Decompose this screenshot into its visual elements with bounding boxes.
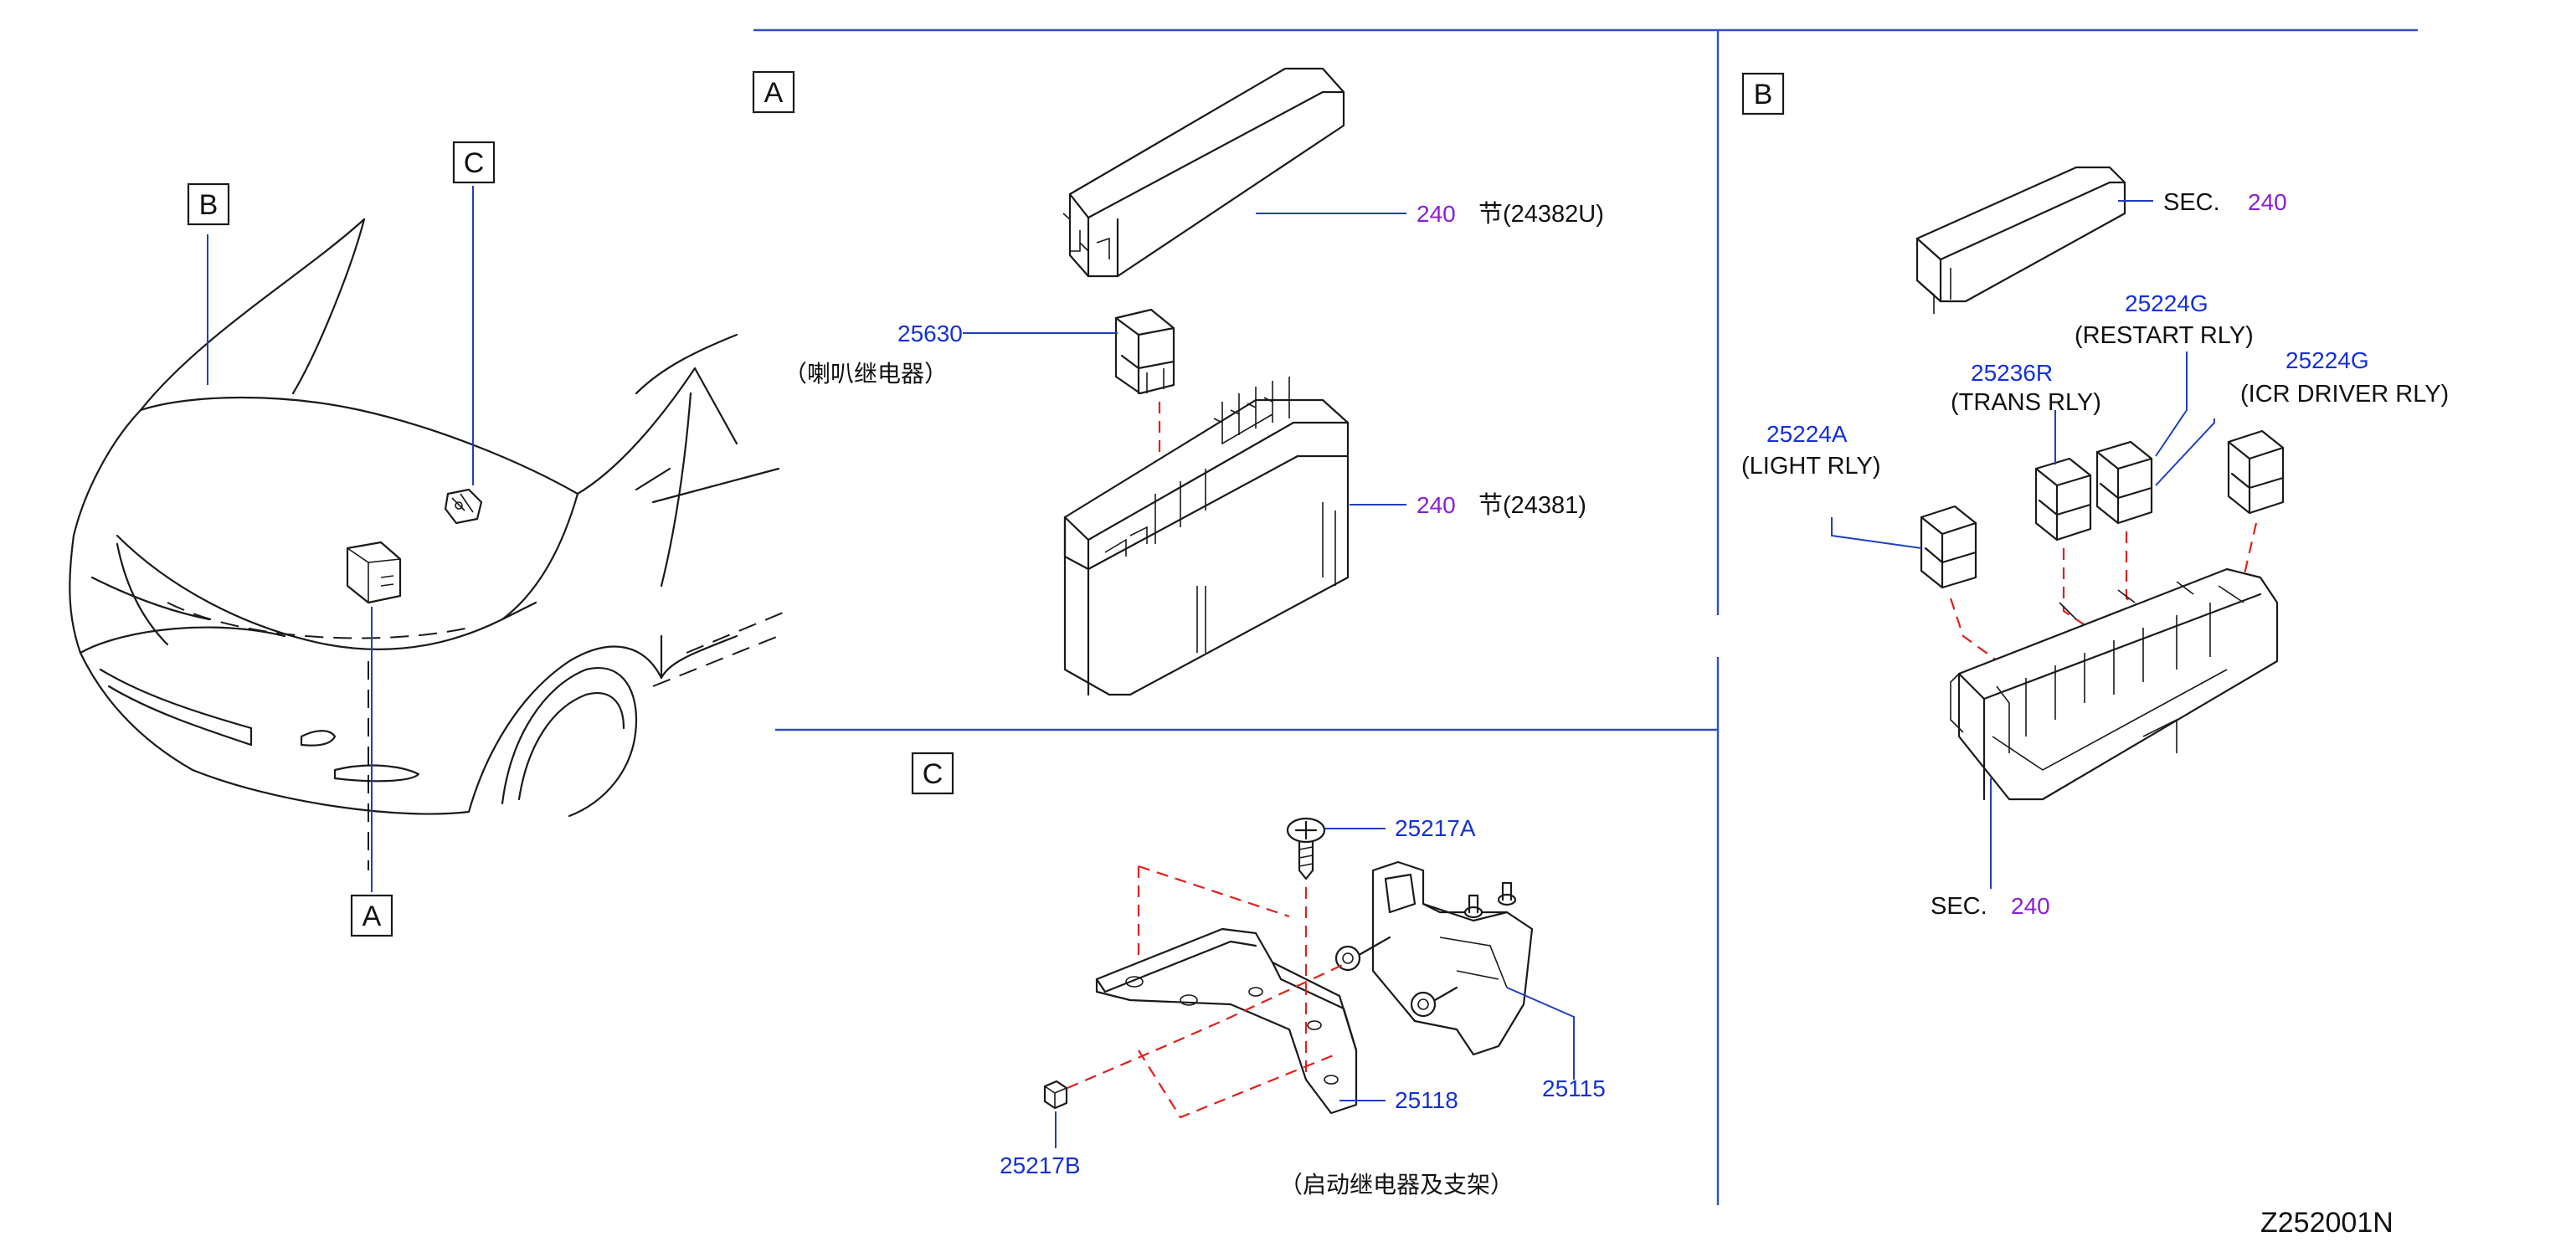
light-relay-part-number: 25224A [1766,421,1848,447]
block-ref-note: 节(24381) [1478,491,1586,519]
icr-relay-part-number: 25224G [2285,347,2369,373]
section-a-box [752,70,795,114]
cover-sec-prefix: SEC. [2163,189,2220,216]
bracket-icon [1095,927,1358,1115]
starter-relay-icon [1334,860,1534,1056]
section-b-box [1741,72,1785,115]
callout-c-box [452,141,496,184]
fuse-box-cover-icon [1062,67,1345,278]
bolt-part-number: 25217A [1395,815,1476,841]
restart-relay-name: (RESTART RLY) [2075,322,2254,349]
light-relay-icon [1920,505,1977,589]
callout-c-label: C [464,147,485,179]
module-c-icon [444,488,483,525]
section-b-label: B [1754,79,1773,110]
nut-part-number: 25217B [1000,1152,1081,1178]
vehicle-overview: B C A [69,141,788,937]
block-ref-number: 240 [1417,492,1456,518]
cover-ref-note: 节(24382U) [1478,200,1604,228]
block-sec-number: 240 [2011,893,2050,919]
section-a-label: A [764,77,784,109]
starter-relay-part-number: 25115 [1542,1075,1606,1101]
section-c-box [911,752,954,795]
block-sec-prefix: SEC. [1931,893,1987,920]
callout-b-label: B [199,189,219,221]
fuse-block-icon [1063,377,1350,696]
horn-relay-icon [1114,308,1175,395]
restart-relay-part-number: 25224G [2125,290,2208,316]
horn-relay-description: （喇叭继电器） [784,360,948,387]
trans-relay-icon [2034,457,2092,541]
section-c-label: C [923,758,944,790]
callout-a-label: A [362,901,382,932]
section-c-caption: （启动继电器及支架） [1279,1171,1514,1198]
bracket-part-number: 25118 [1395,1087,1458,1113]
restart-relay-icon [2095,440,2153,525]
light-relay-name: (LIGHT RLY) [1741,453,1881,480]
horn-relay-part-number: 25630 [897,321,963,346]
trans-relay-part-number: 25236R [1971,360,2053,386]
cover-sec-number: 240 [2248,189,2287,215]
icr-relay-name: (ICR DRIVER RLY) [2240,381,2449,408]
bolt-icon [1286,817,1326,880]
nut-icon [1043,1080,1068,1110]
section-c: C 25217A [911,752,1606,1198]
cover-ref-number: 240 [1417,201,1456,227]
panel-separators [753,28,2418,1205]
relay-box-cover-icon [1915,166,2126,314]
relay-block-icon [1950,567,2279,801]
section-b: B SEC. 240 [1741,72,2449,920]
icr-driver-relay-icon [2227,429,2285,515]
callout-a-box [350,894,393,937]
trans-relay-name: (TRANS RLY) [1951,389,2101,416]
module-a-icon [346,541,402,604]
diagram-code: Z252001N [2260,1207,2393,1239]
section-a: A [752,67,1604,696]
callout-b-box [187,182,230,226]
